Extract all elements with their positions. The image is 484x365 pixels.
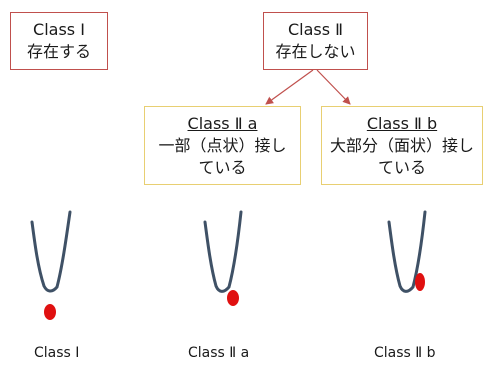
class2a-caption: Class Ⅱ a: [188, 345, 250, 361]
class2b-curve: [387, 210, 427, 293]
arrow-to-class2a: [265, 69, 314, 105]
class2b-dot: [415, 273, 425, 291]
class2b-box-desc-line1: 大部分（面状）接し: [329, 135, 474, 155]
class2b-box-title: Class Ⅱ b: [366, 113, 438, 133]
class2a-dot: [227, 290, 239, 306]
class2a-curve: [203, 210, 243, 293]
class2a-box-desc-line1: 一部（点状）接し: [158, 135, 287, 155]
class1-box-desc: 存在する: [26, 42, 91, 61]
class2b-caption: Class Ⅱ b: [374, 345, 436, 361]
class2-box-title: Class Ⅱ: [287, 20, 344, 39]
class1-box-title: Class Ⅰ: [33, 20, 85, 39]
class2a-box-title: Class Ⅱ a: [187, 113, 258, 133]
class2b-box-desc-line2: ている: [377, 157, 426, 177]
class2-box: Class Ⅱ 存在しない: [263, 12, 368, 70]
class1-dot: [44, 304, 56, 320]
class1-caption: Class Ⅰ: [34, 345, 80, 361]
class2a-box-desc-line2: ている: [198, 157, 247, 177]
arrow-to-class2b: [316, 69, 351, 105]
class1-box: Class Ⅰ 存在する: [10, 12, 108, 70]
class1-curve: [30, 210, 72, 293]
class2a-box: Class Ⅱ a 一部（点状）接し ている: [144, 106, 301, 185]
class2-box-desc: 存在しない: [275, 42, 356, 61]
class2b-box: Class Ⅱ b 大部分（面状）接し ている: [321, 106, 483, 185]
